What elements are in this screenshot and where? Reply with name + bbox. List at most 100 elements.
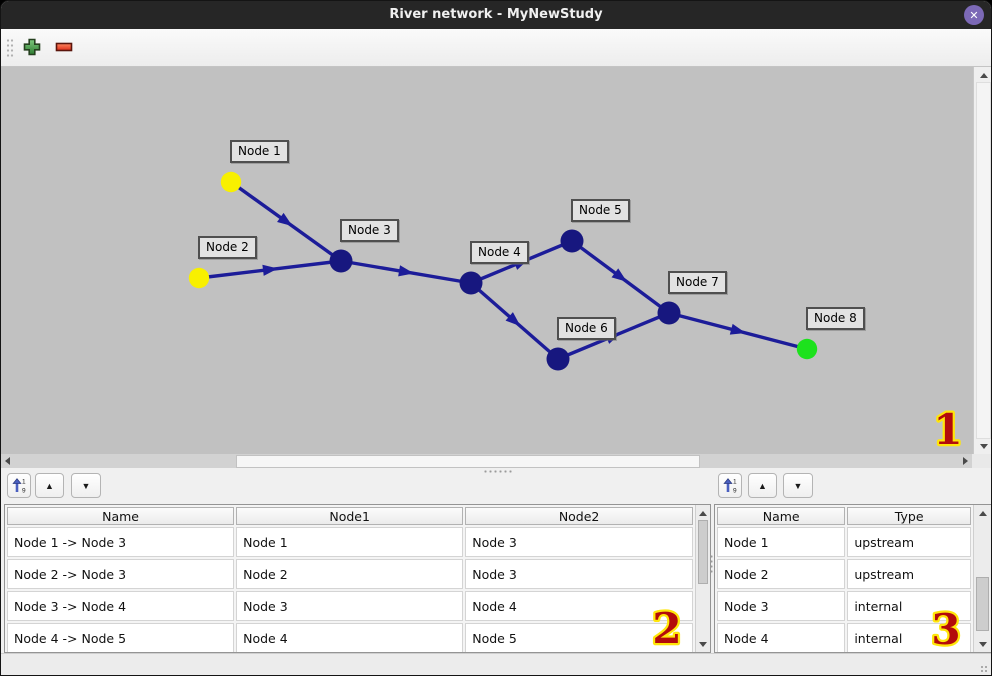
scrollbar-thumb[interactable]: [976, 577, 989, 631]
table-cell[interactable]: Node 1: [717, 527, 846, 557]
svg-text:9: 9: [733, 488, 737, 495]
river-node[interactable]: [329, 249, 353, 273]
scroll-down-button[interactable]: [696, 637, 710, 651]
column-header-node2[interactable]: Node2: [465, 507, 693, 525]
edge-arrow-icon: [505, 312, 521, 327]
close-button[interactable]: ✕: [964, 5, 984, 25]
table-cell[interactable]: Node 3: [236, 591, 464, 621]
node-label[interactable]: Node 3: [340, 219, 399, 242]
table-cell[interactable]: Node 3: [465, 559, 693, 589]
table-cell[interactable]: Node 2 -> Node 3: [7, 559, 235, 589]
table-cell[interactable]: Node 1 -> Node 3: [7, 527, 235, 557]
move-up-nodes-button[interactable]: ▲: [748, 473, 777, 498]
resize-grip-icon[interactable]: [980, 665, 989, 674]
scrollbar-thumb[interactable]: [236, 455, 700, 468]
svg-text:1: 1: [22, 479, 26, 486]
sort-nodes-button[interactable]: 1 9: [718, 473, 742, 498]
scrollbar-corner: [972, 454, 991, 468]
river-node[interactable]: [546, 347, 570, 371]
node-label[interactable]: Node 5: [571, 199, 630, 222]
remove-node-button[interactable]: [52, 37, 76, 59]
down-triangle-icon: ▼: [81, 480, 91, 491]
river-canvas[interactable]: Node 1 Node 2 Node 3 Node 4 Node 5 Node 6 Node…: [1, 67, 991, 454]
river-node[interactable]: [220, 171, 242, 193]
move-down-nodes-button[interactable]: ▼: [783, 473, 813, 498]
splitter-grip-icon: [483, 470, 513, 473]
river-node[interactable]: [560, 229, 584, 253]
river-node[interactable]: [657, 301, 681, 325]
toolbar-grip-handle[interactable]: [6, 38, 14, 59]
arrow-up-icon: [978, 510, 987, 516]
node-label[interactable]: Node 4: [470, 241, 529, 264]
edge-arrow-icon: [398, 265, 414, 277]
sort-connections-button[interactable]: 1 9: [7, 473, 31, 498]
connections-table-scrollbar[interactable]: [695, 505, 710, 652]
river-node[interactable]: [188, 267, 210, 289]
column-header-name[interactable]: Name: [717, 507, 846, 525]
vertical-splitter[interactable]: [709, 554, 714, 574]
table-cell[interactable]: upstream: [847, 559, 971, 589]
sort-ascending-icon: 1 9: [12, 478, 26, 494]
river-node[interactable]: [459, 271, 483, 295]
table-cell[interactable]: Node 3: [717, 591, 846, 621]
node-label[interactable]: Node 8: [806, 307, 865, 330]
move-down-connections-button[interactable]: ▼: [71, 473, 101, 498]
table-cell[interactable]: Node 2: [717, 559, 846, 589]
scroll-left-button[interactable]: [1, 454, 14, 468]
canvas-vertical-scrollbar[interactable]: [973, 67, 991, 454]
scroll-down-button[interactable]: [974, 637, 991, 651]
scroll-down-button[interactable]: [974, 439, 991, 453]
add-node-button[interactable]: [20, 37, 44, 59]
scrollbar-thumb[interactable]: [698, 520, 708, 584]
table-cell[interactable]: Node 4: [236, 623, 464, 652]
column-header-type[interactable]: Type: [847, 507, 971, 525]
scroll-up-button[interactable]: [974, 68, 991, 82]
table-header-row: Name Type: [717, 507, 971, 525]
scroll-right-button[interactable]: [959, 454, 972, 468]
move-up-connections-button[interactable]: ▲: [35, 473, 64, 498]
minus-icon: [55, 42, 73, 51]
scroll-up-button[interactable]: [696, 506, 710, 520]
canvas-horizontal-scrollbar[interactable]: [1, 454, 972, 468]
svg-text:1: 1: [733, 479, 737, 486]
titlebar: River network - MyNewStudy ✕: [1, 1, 991, 29]
table-cell[interactable]: Node 5: [465, 623, 693, 652]
scrollbar-thumb[interactable]: [976, 82, 991, 439]
node-label[interactable]: Node 7: [668, 271, 727, 294]
column-header-node1[interactable]: Node1: [236, 507, 464, 525]
table-cell[interactable]: upstream: [847, 527, 971, 557]
table-cell[interactable]: Node 3: [465, 527, 693, 557]
table-cell[interactable]: internal: [847, 623, 971, 652]
scroll-up-button[interactable]: [974, 506, 991, 520]
column-header-name[interactable]: Name: [7, 507, 235, 525]
node-label[interactable]: Node 6: [557, 317, 616, 340]
table-header-row: Name Node1 Node2: [7, 507, 693, 525]
arrow-left-icon: [5, 457, 10, 465]
table-cell[interactable]: Node 3 -> Node 4: [7, 591, 235, 621]
table-cell[interactable]: internal: [847, 591, 971, 621]
close-icon: ✕: [969, 8, 979, 22]
sort-ascending-icon: 1 9: [723, 478, 737, 495]
table-cell[interactable]: Node 4 -> Node 5: [7, 623, 235, 652]
river-node[interactable]: [796, 338, 818, 360]
table-cell[interactable]: Node 4: [465, 591, 693, 621]
table-cell[interactable]: Node 2: [236, 559, 464, 589]
table-cell[interactable]: Node 4: [717, 623, 846, 652]
horizontal-splitter[interactable]: [1, 468, 991, 474]
node-label[interactable]: Node 1: [230, 140, 289, 163]
node-label[interactable]: Node 2: [198, 236, 257, 259]
edge-arrow-icon: [611, 268, 627, 282]
table-cell[interactable]: Node 1: [236, 527, 464, 557]
nodes-table-scrollbar[interactable]: [973, 505, 991, 652]
